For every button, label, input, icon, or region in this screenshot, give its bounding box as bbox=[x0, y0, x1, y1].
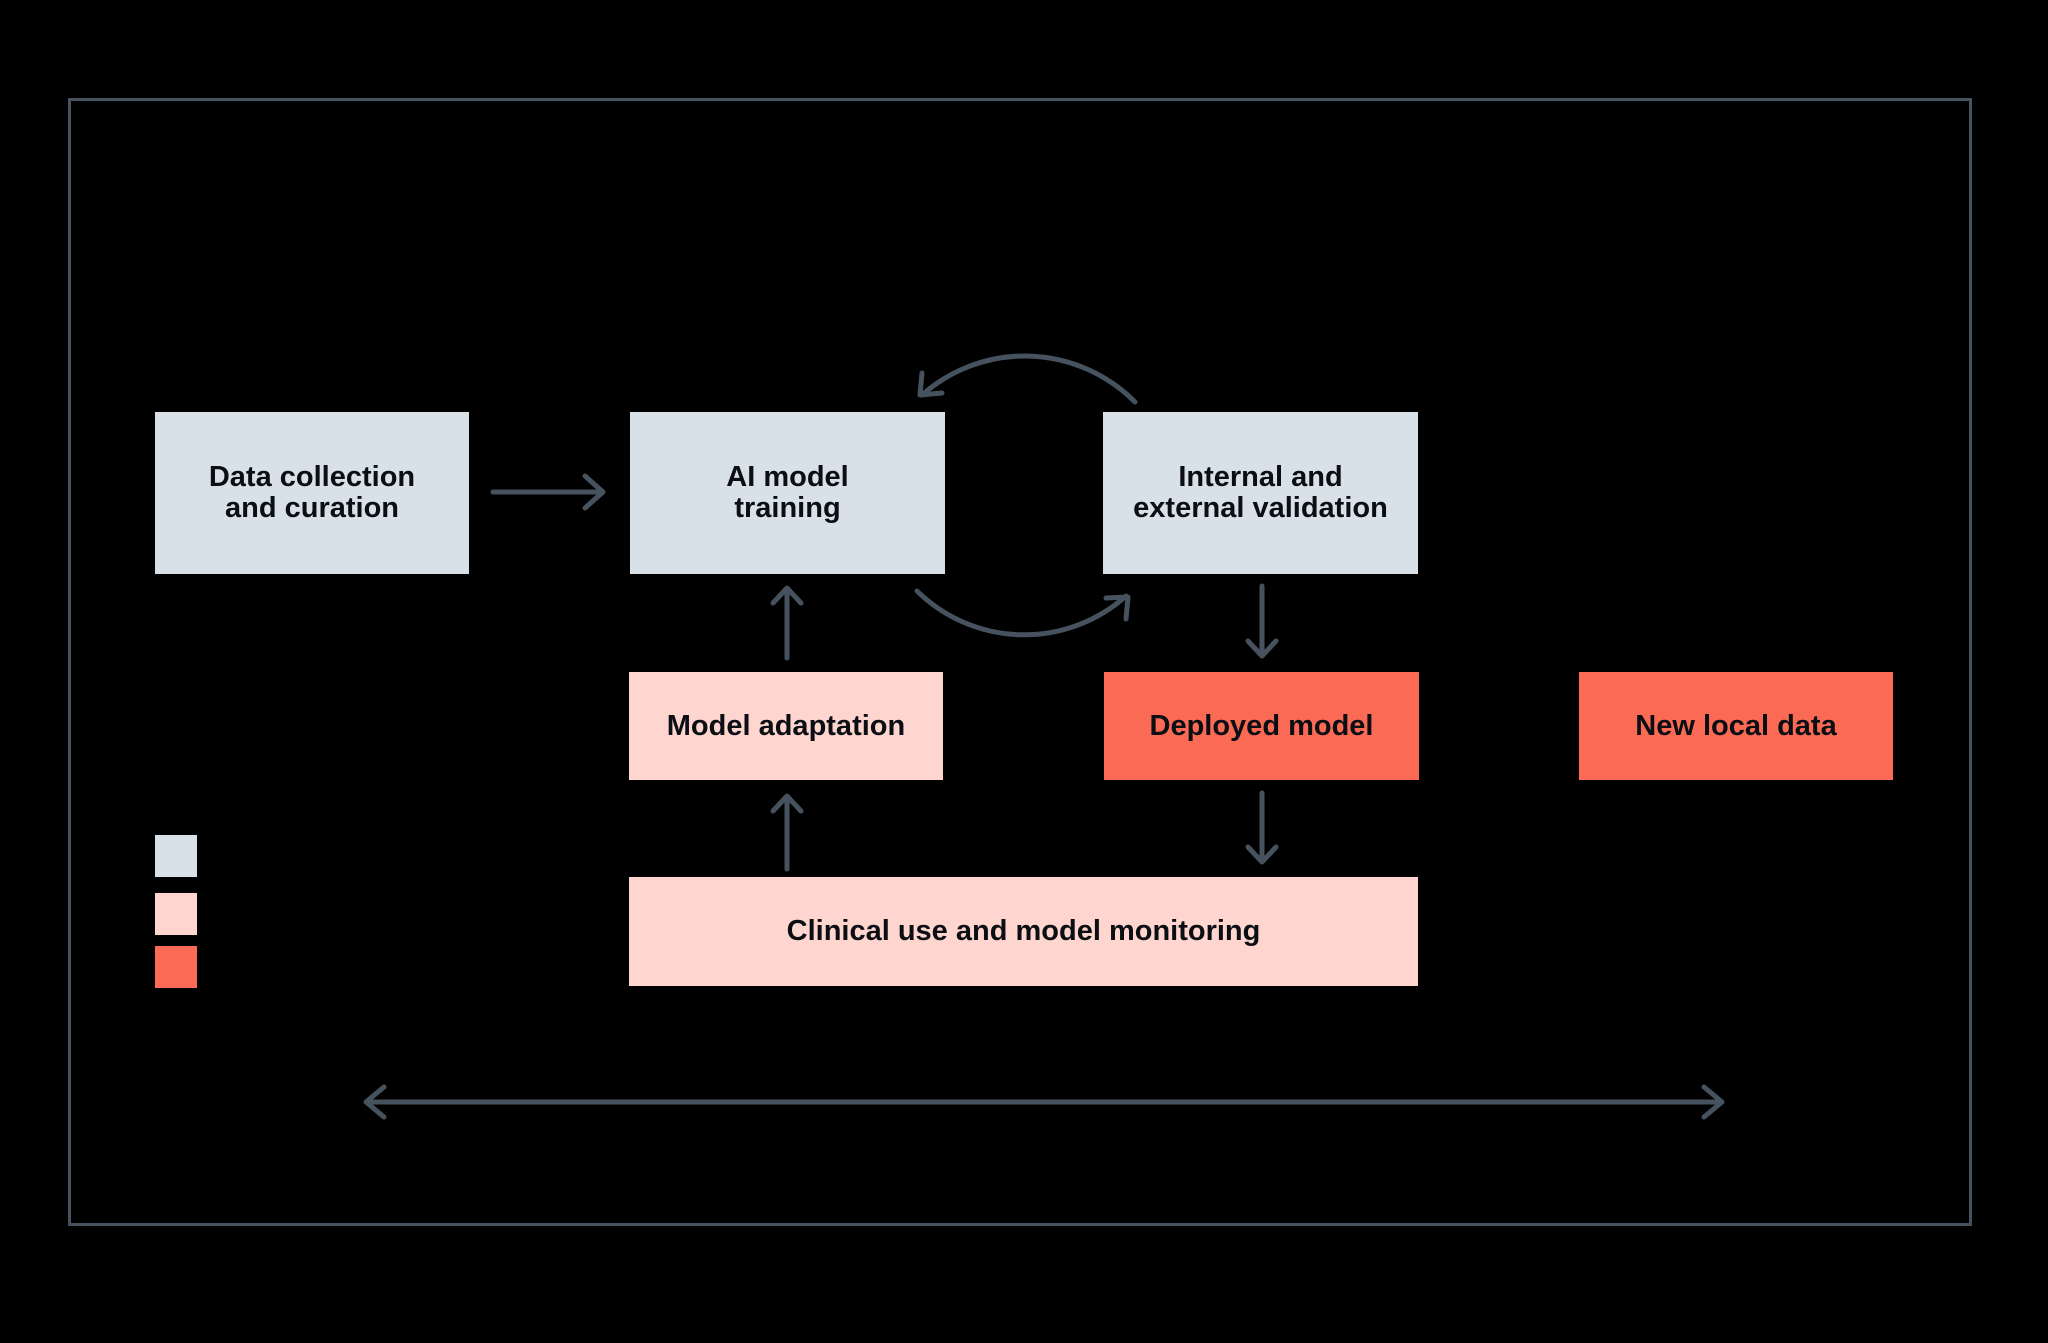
arc-shaft bbox=[919, 353, 1138, 405]
outer-frame bbox=[68, 98, 1972, 1226]
node-label: AI model bbox=[726, 461, 849, 493]
arc-shaft bbox=[914, 588, 1129, 638]
arrow-deployed-to-clinical bbox=[1245, 790, 1279, 865]
node-label: external validation bbox=[1133, 492, 1388, 524]
node-internal-external-validation: Internal and external validation bbox=[1103, 412, 1418, 574]
arrow-clinical-to-adaptation bbox=[770, 793, 804, 872]
arrowhead-right-icon bbox=[1701, 1084, 1725, 1120]
arrowhead-up-icon bbox=[770, 585, 804, 606]
cycle-arrow-bottom bbox=[914, 588, 1131, 638]
feedback-double-arrow bbox=[363, 1084, 1725, 1120]
legend-swatch-blue bbox=[155, 835, 197, 877]
node-clinical-use-monitoring: Clinical use and model monitoring bbox=[629, 877, 1418, 986]
arrow-validation-to-deployed bbox=[1245, 583, 1279, 659]
arrowhead-down-icon bbox=[1245, 844, 1279, 865]
node-new-local-data: New local data bbox=[1579, 672, 1893, 780]
arrowhead-down-left-icon bbox=[917, 370, 945, 398]
cycle-arrow-top bbox=[917, 353, 1138, 405]
arrowhead-down-icon bbox=[1245, 638, 1279, 659]
arrow-adaptation-to-training bbox=[770, 585, 804, 661]
node-model-adaptation: Model adaptation bbox=[629, 672, 943, 780]
node-label: Internal and bbox=[1178, 461, 1343, 493]
arrowhead-up-icon bbox=[770, 793, 804, 814]
node-ai-model-training: AI model training bbox=[630, 412, 945, 574]
arrowhead-left-icon bbox=[363, 1084, 387, 1120]
legend-swatch-pink bbox=[155, 893, 197, 935]
node-label: and curation bbox=[224, 492, 399, 524]
node-label: Deployed model bbox=[1149, 709, 1374, 742]
node-label: Data collection bbox=[208, 461, 416, 493]
node-label: New local data bbox=[1635, 709, 1837, 742]
node-label: Clinical use and model monitoring bbox=[786, 915, 1261, 947]
arrowhead-right-icon bbox=[582, 473, 606, 511]
node-label: Model adaptation bbox=[666, 709, 906, 742]
arrow-data-to-training bbox=[490, 473, 606, 511]
arrowhead-up-right-icon bbox=[1103, 594, 1131, 622]
legend-swatch-red bbox=[155, 946, 197, 988]
node-deployed-model: Deployed model bbox=[1104, 672, 1419, 780]
node-label: training bbox=[734, 492, 841, 524]
node-data-collection: Data collection and curation bbox=[155, 412, 469, 574]
